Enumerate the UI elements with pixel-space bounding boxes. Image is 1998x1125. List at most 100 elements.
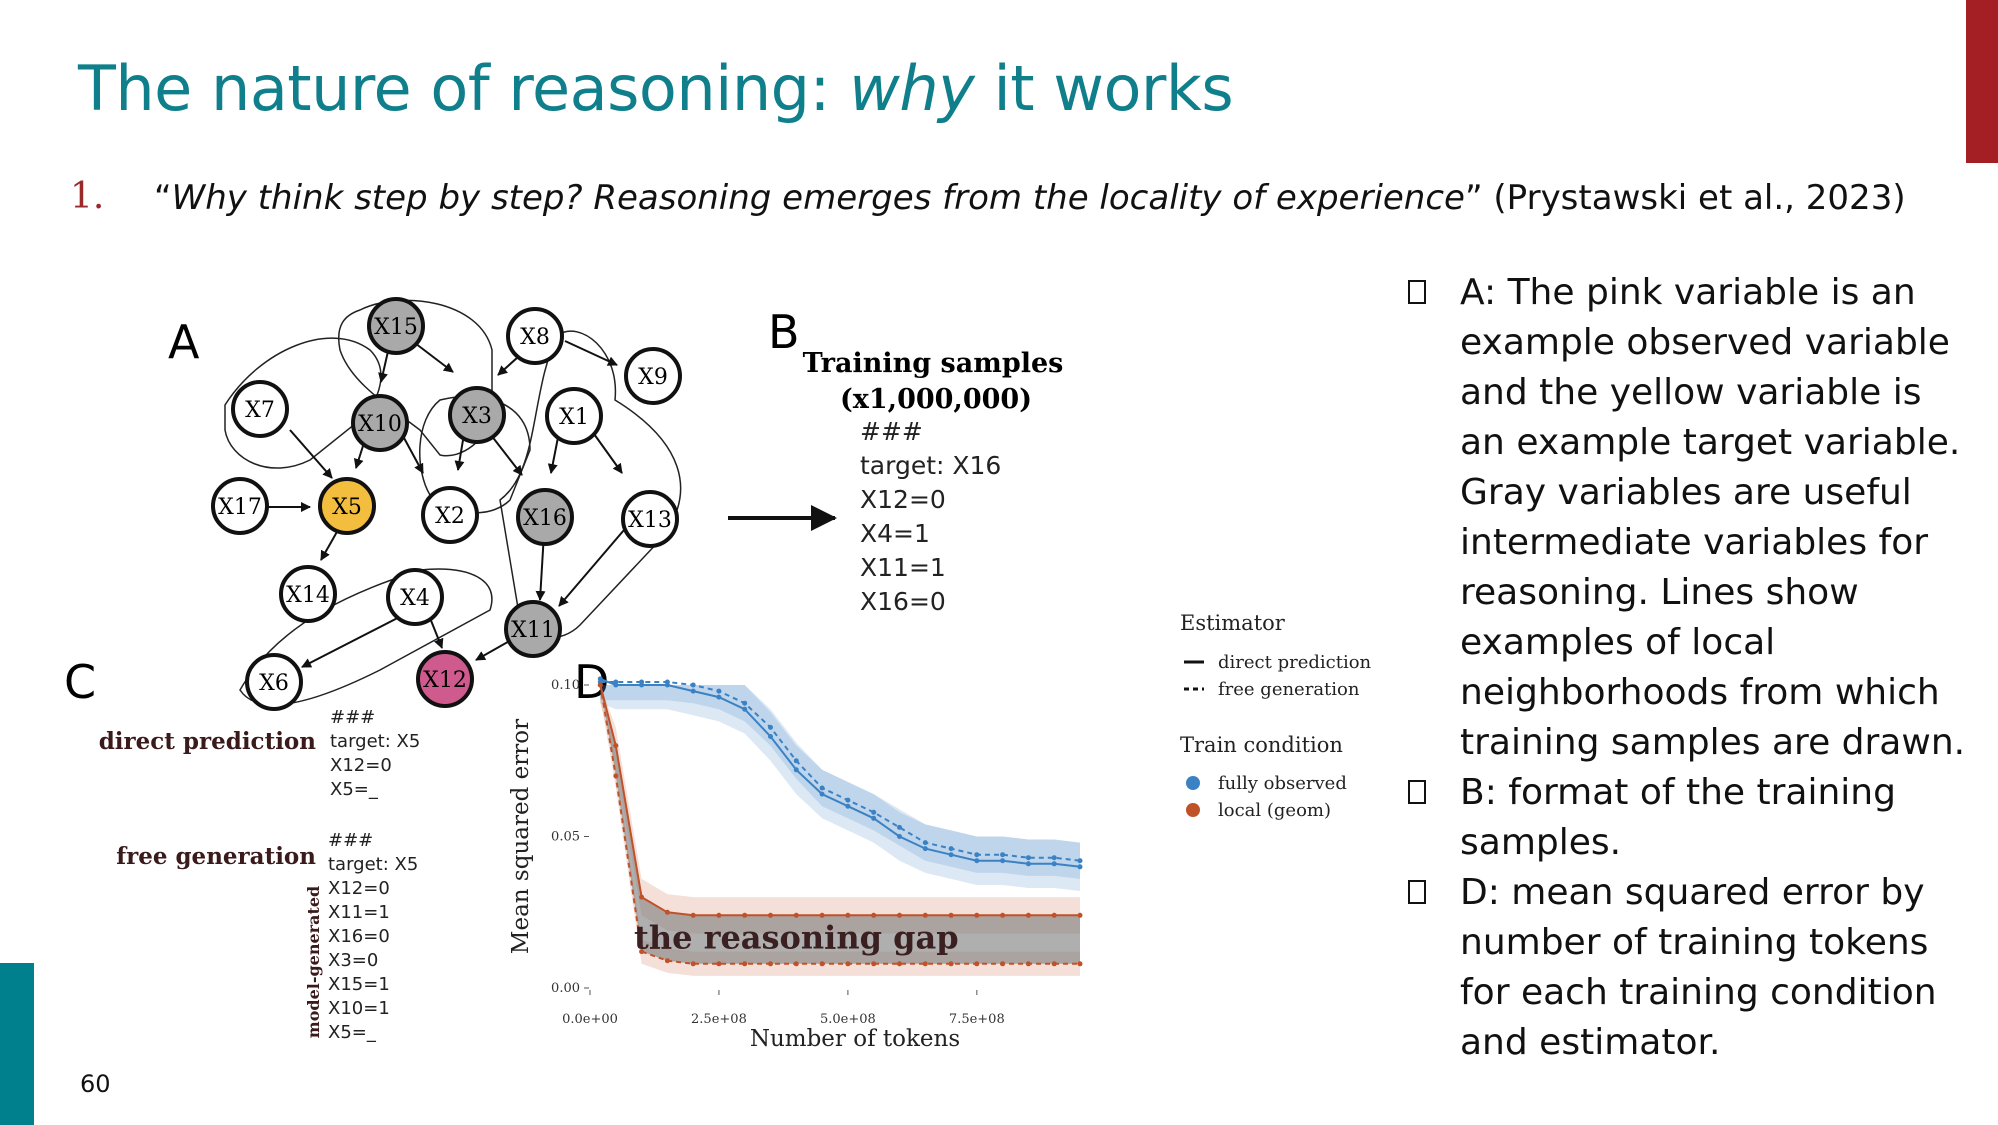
bullet-d: D: mean squared error by number of train… bbox=[1408, 868, 1968, 1068]
node-label: X5 bbox=[332, 495, 362, 520]
data-point bbox=[1051, 855, 1057, 861]
data-point bbox=[1025, 855, 1031, 861]
free-generation-line: ### bbox=[328, 830, 373, 851]
data-point bbox=[922, 961, 928, 967]
data-point bbox=[845, 803, 851, 809]
data-point bbox=[768, 724, 773, 730]
title-emphasis: why bbox=[849, 52, 975, 125]
figure: A B C D bbox=[64, 297, 1372, 1052]
bullet-d-text: D: mean squared error by number of train… bbox=[1460, 872, 1937, 1063]
quote-close: ” bbox=[1464, 178, 1483, 218]
data-point bbox=[974, 858, 980, 864]
legend-condition-item: local (geom) bbox=[1218, 800, 1331, 821]
data-point bbox=[742, 706, 748, 712]
node-label: X12 bbox=[423, 668, 467, 693]
data-point bbox=[664, 909, 670, 915]
data-point bbox=[716, 694, 722, 700]
training-samples-count: (x1,000,000) bbox=[840, 384, 1032, 415]
graph-nodes bbox=[211, 297, 682, 711]
data-point bbox=[922, 846, 928, 852]
direct-prediction-line: X12=0 bbox=[330, 755, 392, 776]
node-x12 bbox=[416, 650, 474, 708]
bullet-a-text: A: The pink variable is an example obser… bbox=[1460, 272, 1966, 763]
chart-points bbox=[597, 676, 1083, 967]
node-label: X1 bbox=[559, 405, 589, 430]
legend-condition-title: Train condition bbox=[1180, 733, 1343, 757]
free-generation-line: target: X5 bbox=[328, 854, 418, 875]
free-generation-label: free generation bbox=[116, 843, 316, 870]
x-tick-label: 7.5e+08 bbox=[949, 1012, 1005, 1027]
node-x13 bbox=[621, 490, 679, 548]
data-point bbox=[597, 682, 603, 688]
data-point bbox=[871, 961, 877, 967]
node-x17 bbox=[211, 477, 269, 535]
reasoning-gap-shading bbox=[600, 685, 1080, 964]
training-samples-heading: Training samples bbox=[803, 348, 1064, 379]
y-tick-label: 0.00 bbox=[551, 981, 580, 996]
bullet-box-icon bbox=[1408, 880, 1426, 904]
legend-estimator-item: free generation bbox=[1218, 679, 1360, 700]
data-point bbox=[871, 912, 877, 918]
data-point bbox=[639, 894, 645, 900]
data-point bbox=[690, 961, 696, 967]
data-point bbox=[1025, 961, 1031, 967]
quote-open: “ bbox=[154, 178, 172, 218]
data-point bbox=[897, 834, 902, 839]
data-point bbox=[613, 679, 619, 685]
legend-blue-dot-icon bbox=[1186, 776, 1200, 790]
node-x6 bbox=[245, 653, 303, 711]
data-point bbox=[819, 785, 825, 791]
data-point bbox=[690, 682, 696, 688]
bullet-b-text: B: format of the training samples. bbox=[1460, 772, 1896, 863]
node-label: X10 bbox=[358, 412, 402, 437]
node-label: X17 bbox=[218, 495, 262, 520]
slide-title: The nature of reasoning: why it works bbox=[78, 52, 1234, 125]
data-point bbox=[922, 840, 928, 846]
data-point bbox=[1077, 864, 1083, 870]
reasoning-gap-annotation: the reasoning gap bbox=[634, 919, 959, 957]
panel-label-a: A bbox=[168, 315, 200, 369]
data-point bbox=[871, 815, 877, 821]
data-point bbox=[1077, 912, 1083, 918]
data-point bbox=[639, 949, 645, 955]
direct-prediction-line: X5=_ bbox=[330, 779, 379, 800]
data-point bbox=[1051, 961, 1057, 967]
node-label: X3 bbox=[462, 404, 492, 429]
node-x10 bbox=[351, 394, 409, 452]
direct-prediction-line: ### bbox=[330, 707, 375, 728]
node-x15 bbox=[367, 297, 425, 355]
x-tick-label: 2.5e+08 bbox=[691, 1012, 747, 1027]
data-point bbox=[1025, 861, 1031, 867]
data-point bbox=[793, 758, 799, 764]
node-x4 bbox=[386, 568, 444, 626]
bullet-b: B: format of the training samples. bbox=[1408, 768, 1968, 868]
node-x9 bbox=[624, 347, 682, 405]
data-point bbox=[845, 797, 851, 803]
reference-title: Why think step by step? Reasoning emerge… bbox=[171, 178, 1465, 218]
legend-estimator-title: Estimator bbox=[1180, 611, 1286, 635]
data-point bbox=[819, 791, 825, 797]
data-point bbox=[871, 809, 877, 815]
node-x16 bbox=[516, 488, 574, 546]
node-label: X14 bbox=[286, 583, 330, 608]
x-tick-label: 5.0e+08 bbox=[820, 1012, 876, 1027]
bullet-list: A: The pink variable is an example obser… bbox=[1408, 268, 1968, 1068]
data-point bbox=[897, 912, 902, 918]
data-point bbox=[793, 912, 799, 918]
free-generation-line: X5=_ bbox=[328, 1022, 377, 1043]
node-x14 bbox=[279, 565, 337, 623]
data-point bbox=[897, 824, 902, 830]
training-sample-line: X16=0 bbox=[860, 587, 946, 616]
node-label: X2 bbox=[435, 504, 465, 529]
y-axis-label: Mean squared error bbox=[508, 719, 534, 954]
data-point bbox=[922, 912, 928, 918]
node-x5 bbox=[318, 477, 376, 535]
data-point bbox=[845, 961, 851, 967]
y-tick-label: 0.05 bbox=[551, 830, 580, 845]
data-point bbox=[1051, 912, 1057, 918]
graph-edge bbox=[320, 529, 339, 561]
node-x8 bbox=[506, 307, 564, 365]
data-point bbox=[793, 961, 799, 967]
data-point bbox=[1025, 912, 1031, 918]
data-point bbox=[1077, 858, 1083, 864]
